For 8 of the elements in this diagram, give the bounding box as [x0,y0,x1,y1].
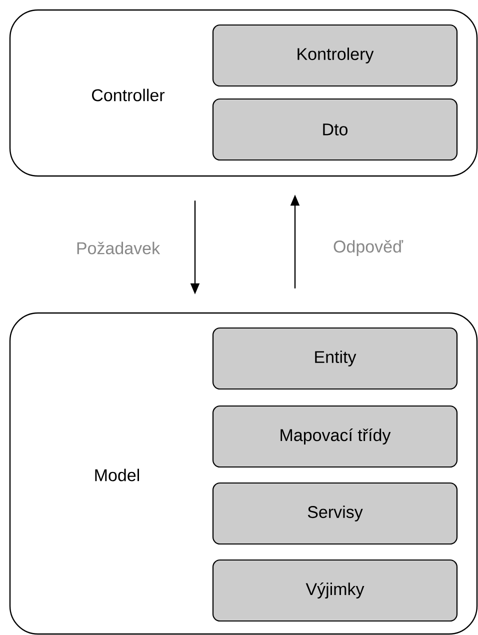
component-box: Entity [212,327,458,390]
component-box: Kontrolery [212,24,458,87]
edge-label: Požadavek [77,242,160,254]
edge-label: Odpověď [334,240,404,256]
component-box: Dto [212,98,458,161]
component-box: Servisy [212,482,458,545]
component-box: Výjimky [212,559,458,622]
component-box: Mapovací třídy [212,405,458,468]
